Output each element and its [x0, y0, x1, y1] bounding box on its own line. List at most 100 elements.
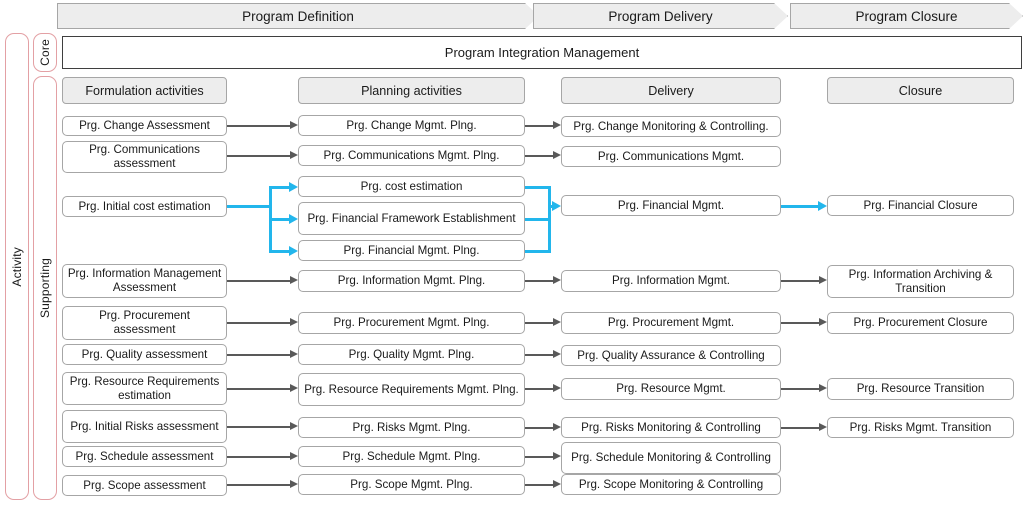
connector-line	[525, 484, 553, 486]
activity-box-risks-planning[interactable]: Prg. Risks Mgmt. Plng.	[298, 417, 525, 438]
activity-box-financial-planning-2[interactable]: Prg. Financial Framework Establishment	[298, 202, 525, 235]
connector-arrowhead	[819, 384, 827, 392]
activity-box-scope-formulation[interactable]: Prg. Scope assessment	[62, 475, 227, 496]
activity-box-financial-closure[interactable]: Prg. Financial Closure	[827, 195, 1014, 216]
cyan-merge-stub-3	[525, 249, 551, 253]
activity-box-scope-delivery[interactable]: Prg. Scope Monitoring & Controlling	[561, 474, 781, 495]
activity-box-resource-delivery[interactable]: Prg. Resource Mgmt.	[561, 378, 781, 400]
phase-chevron-1[interactable]: Program Definition	[57, 3, 539, 29]
cyan-connector-arrowhead	[818, 201, 827, 211]
cyan-connector-arrowhead	[289, 246, 298, 256]
connector-arrowhead	[819, 318, 827, 326]
cyan-merge-stub-1	[525, 185, 551, 189]
connector-arrowhead	[553, 151, 561, 159]
cyan-fanin-spine	[548, 185, 551, 253]
rail-core: Core	[33, 33, 57, 72]
connector-arrowhead	[553, 121, 561, 129]
connector-arrowhead	[819, 276, 827, 284]
activity-box-resource-formulation[interactable]: Prg. Resource Requirements estimation	[62, 372, 227, 405]
connector-arrowhead	[290, 350, 298, 358]
activity-box-information-planning[interactable]: Prg. Information Mgmt. Plng.	[298, 270, 525, 292]
activity-box-change-delivery[interactable]: Prg. Change Monitoring & Controlling.	[561, 116, 781, 137]
activity-box-change-planning[interactable]: Prg. Change Mgmt. Plng.	[298, 115, 525, 136]
connector-line	[525, 322, 553, 324]
activity-box-scope-planning[interactable]: Prg. Scope Mgmt. Plng.	[298, 474, 525, 495]
connector-line	[781, 280, 819, 282]
connector-arrowhead	[819, 423, 827, 431]
activity-box-risks-delivery[interactable]: Prg. Risks Monitoring & Controlling	[561, 417, 781, 438]
activity-box-procurement-formulation[interactable]: Prg. Procurement assessment	[62, 306, 227, 340]
activity-box-information-delivery[interactable]: Prg. Information Mgmt.	[561, 270, 781, 292]
phase-chevron-3[interactable]: Program Closure	[790, 3, 1023, 29]
rail-activity: Activity	[5, 33, 29, 500]
cyan-connector-line	[781, 204, 818, 208]
activity-box-resource-closure[interactable]: Prg. Resource Transition	[827, 378, 1014, 400]
activity-box-quality-delivery[interactable]: Prg. Quality Assurance & Controlling	[561, 345, 781, 366]
rail-supporting-label: Supporting	[38, 257, 52, 319]
connector-arrowhead	[290, 384, 298, 392]
activity-box-financial-delivery[interactable]: Prg. Financial Mgmt.	[561, 195, 781, 216]
connector-arrowhead	[290, 480, 298, 488]
connector-arrowhead	[290, 452, 298, 460]
connector-line	[227, 354, 290, 356]
cyan-connector-line	[269, 249, 289, 253]
connector-line	[227, 484, 290, 486]
connector-line	[227, 456, 290, 458]
connector-arrowhead	[290, 318, 298, 326]
activity-box-schedule-delivery[interactable]: Prg. Schedule Monitoring & Controlling	[561, 442, 781, 474]
connector-line	[525, 155, 553, 157]
column-header-2[interactable]: Delivery	[561, 77, 781, 104]
connector-arrowhead	[553, 276, 561, 284]
activity-box-change-formulation[interactable]: Prg. Change Assessment	[62, 116, 227, 136]
connector-arrowhead	[553, 384, 561, 392]
activity-box-quality-formulation[interactable]: Prg. Quality assessment	[62, 344, 227, 365]
activity-box-communications-delivery[interactable]: Prg. Communications Mgmt.	[561, 146, 781, 167]
activity-box-procurement-delivery[interactable]: Prg. Procurement Mgmt.	[561, 312, 781, 334]
activity-box-schedule-formulation[interactable]: Prg. Schedule assessment	[62, 446, 227, 467]
connector-arrowhead	[553, 452, 561, 460]
activity-box-financial-planning-3[interactable]: Prg. Financial Mgmt. Plng.	[298, 240, 525, 261]
column-header-0[interactable]: Formulation activities	[62, 77, 227, 104]
activity-box-information-formulation[interactable]: Prg. Information Management Assessment	[62, 264, 227, 298]
connector-arrowhead	[290, 422, 298, 430]
activity-box-information-closure[interactable]: Prg. Information Archiving & Transition	[827, 265, 1014, 298]
activity-box-communications-planning[interactable]: Prg. Communications Mgmt. Plng.	[298, 145, 525, 166]
connector-arrowhead	[553, 350, 561, 358]
cyan-connector-line	[269, 217, 289, 221]
connector-line	[227, 125, 290, 127]
connector-arrowhead	[290, 151, 298, 159]
rail-activity-label: Activity	[10, 246, 24, 287]
connector-line	[525, 388, 553, 390]
column-header-1[interactable]: Planning activities	[298, 77, 525, 104]
activity-box-risks-closure[interactable]: Prg. Risks Mgmt. Transition	[827, 417, 1014, 438]
activity-box-financial-planning-1[interactable]: Prg. cost estimation	[298, 176, 525, 197]
cyan-connector-arrowhead	[289, 182, 298, 192]
activity-box-resource-planning[interactable]: Prg. Resource Requirements Mgmt. Plng.	[298, 373, 525, 406]
connector-line	[781, 322, 819, 324]
cyan-connector-arrowhead	[289, 214, 298, 224]
connector-arrowhead	[290, 121, 298, 129]
program-integration-management-box[interactable]: Program Integration Management	[62, 36, 1022, 69]
cyan-connector-line	[269, 185, 289, 189]
connector-line	[525, 456, 553, 458]
connector-line	[525, 354, 553, 356]
connector-arrowhead	[553, 423, 561, 431]
activity-box-communications-formulation[interactable]: Prg. Communications assessment	[62, 141, 227, 173]
connector-line	[227, 322, 290, 324]
activity-box-procurement-planning[interactable]: Prg. Procurement Mgmt. Plng.	[298, 312, 525, 334]
connector-arrowhead	[553, 480, 561, 488]
activity-box-risks-formulation[interactable]: Prg. Initial Risks assessment	[62, 410, 227, 443]
phase-chevron-2[interactable]: Program Delivery	[533, 3, 788, 29]
cyan-connector-arrowhead	[552, 201, 561, 211]
activity-box-procurement-closure[interactable]: Prg. Procurement Closure	[827, 312, 1014, 334]
activity-box-schedule-planning[interactable]: Prg. Schedule Mgmt. Plng.	[298, 446, 525, 467]
activity-box-quality-planning[interactable]: Prg. Quality Mgmt. Plng.	[298, 344, 525, 365]
connector-line	[525, 125, 553, 127]
connector-line	[227, 155, 290, 157]
connector-line	[781, 388, 819, 390]
activity-box-financial-formulation[interactable]: Prg. Initial cost estimation	[62, 196, 227, 217]
rail-core-label: Core	[38, 39, 52, 66]
connector-arrowhead	[290, 276, 298, 284]
column-header-3[interactable]: Closure	[827, 77, 1014, 104]
